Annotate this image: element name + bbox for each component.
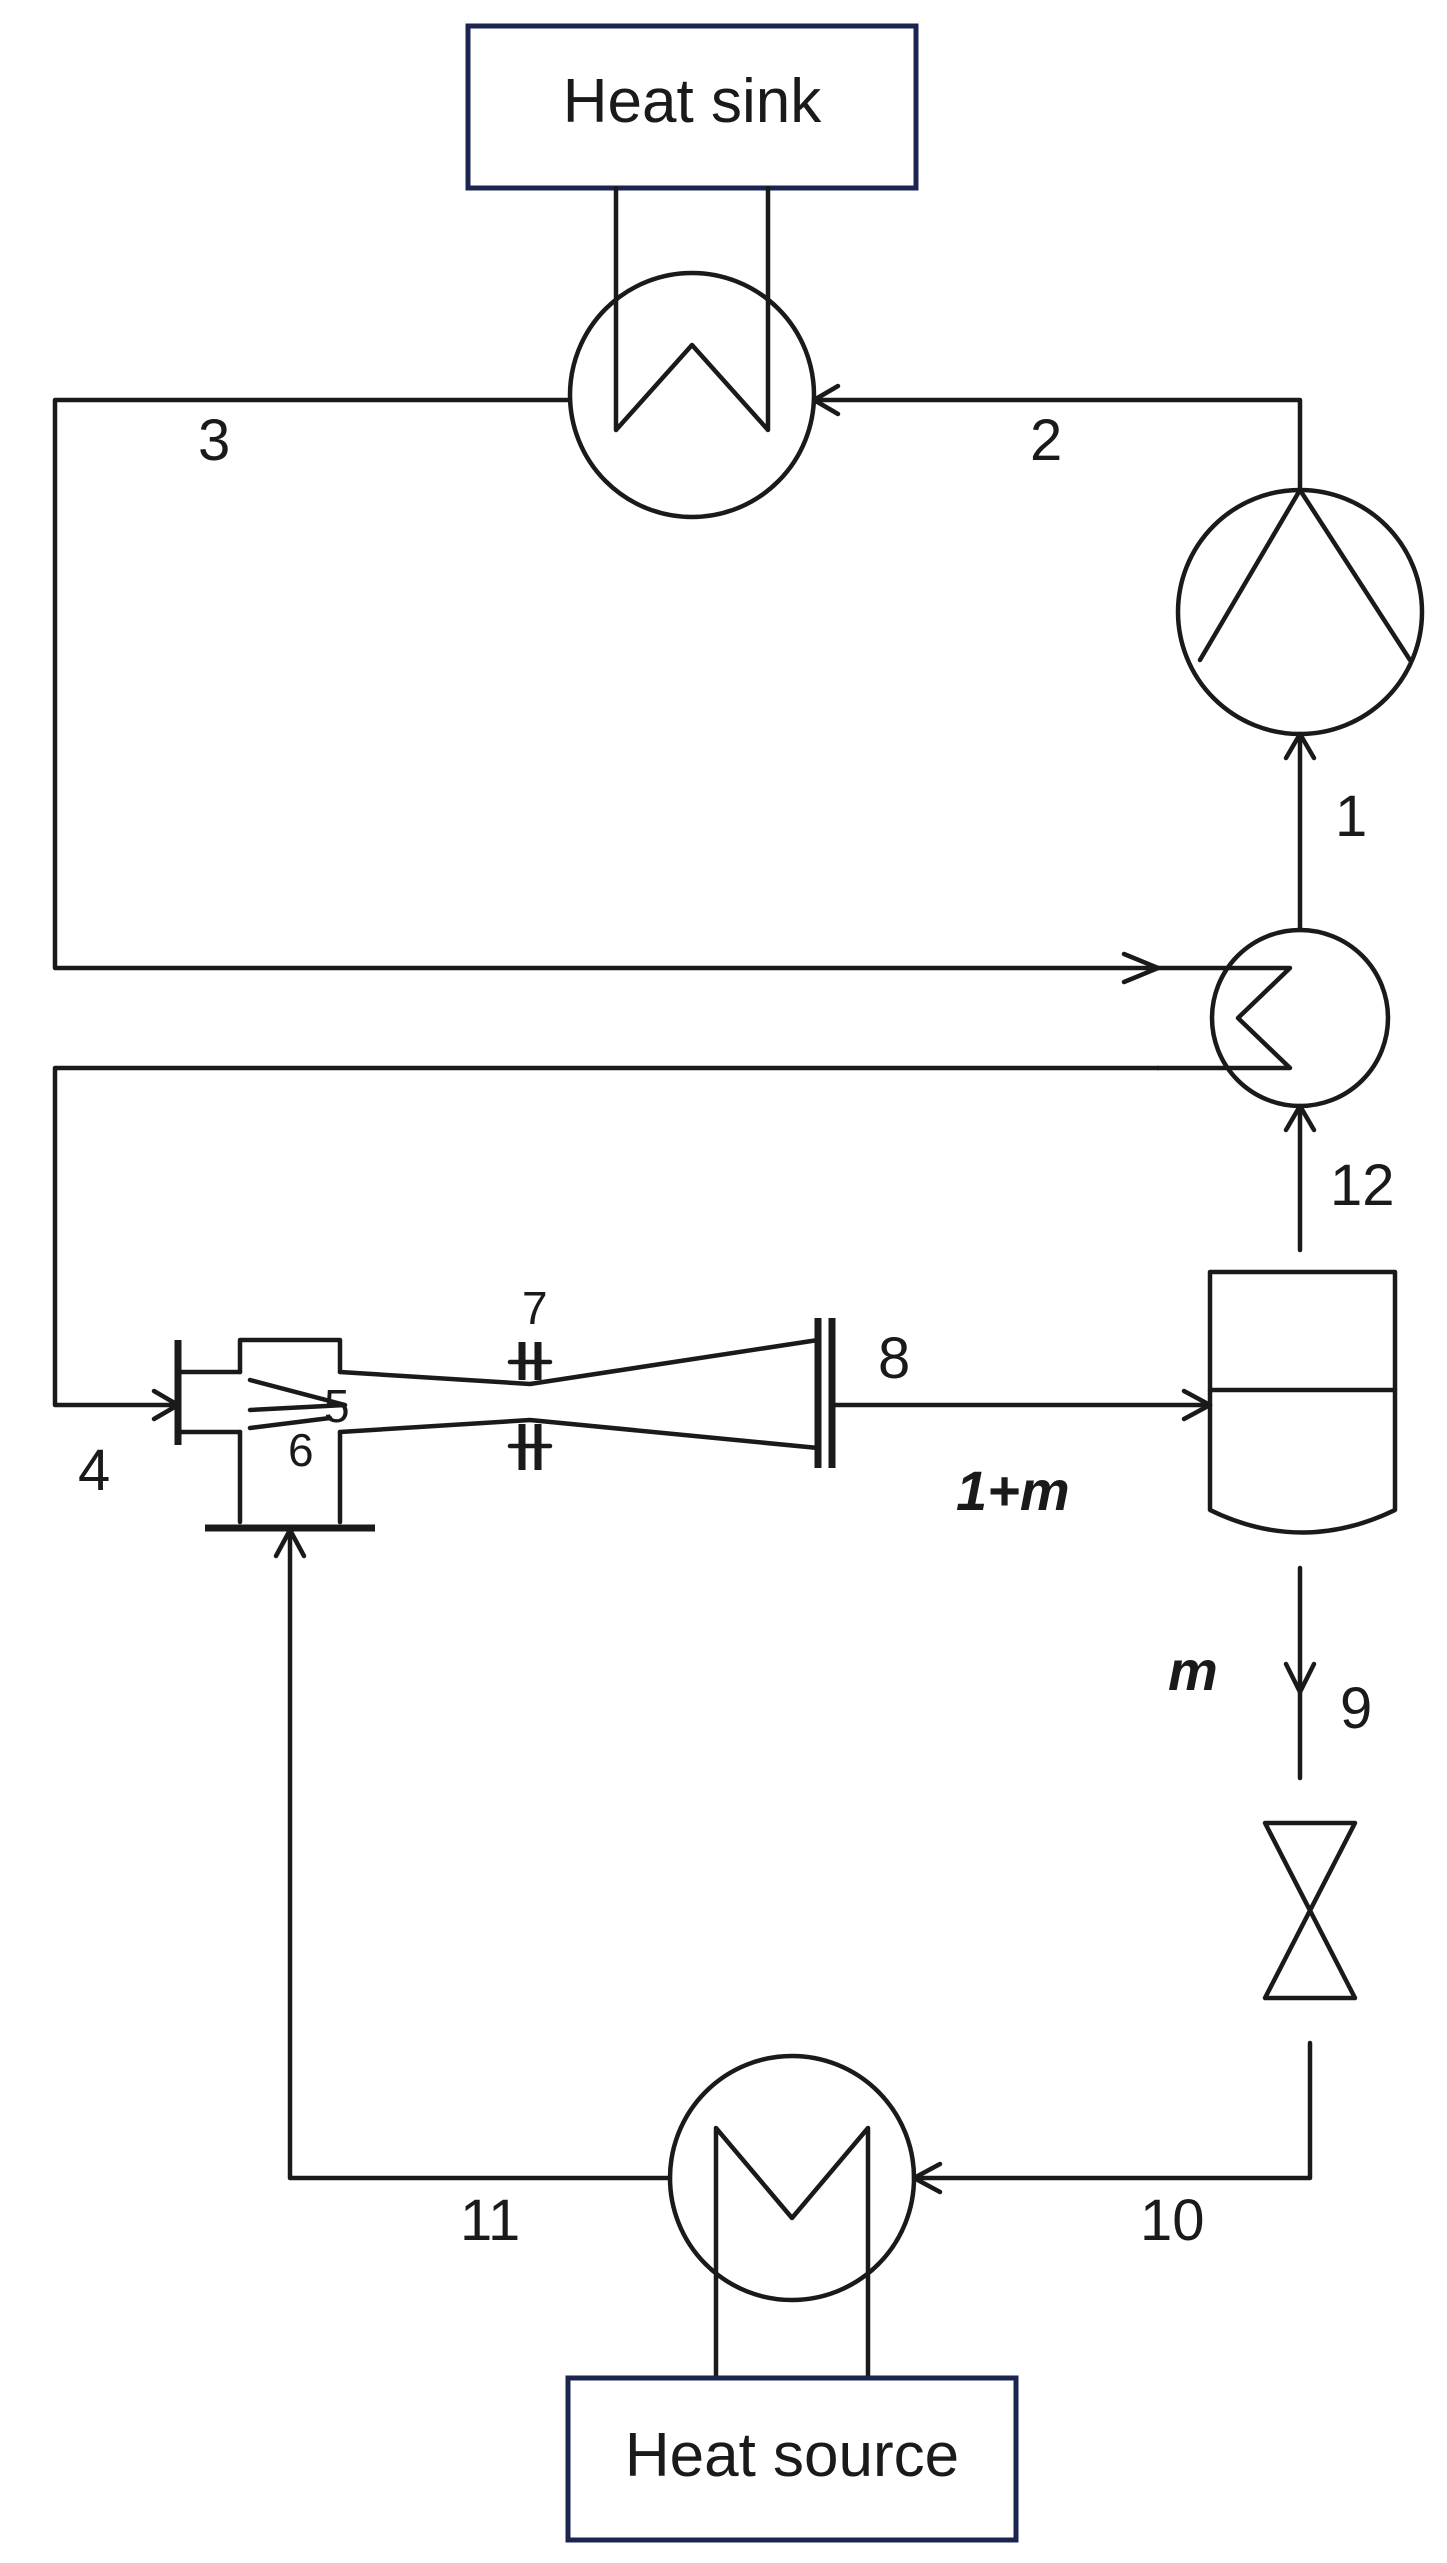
heat-sink-box: Heat sink: [465, 23, 919, 191]
pipe-10: [911, 2040, 1313, 2181]
piping: [52, 383, 1317, 2195]
heat-sink-label: Heat sink: [563, 67, 822, 136]
state-label-3: 3: [198, 408, 230, 473]
arrow-2: [811, 383, 841, 417]
state-label-9: 9: [1340, 1676, 1372, 1741]
arrow-10: [911, 2161, 943, 2195]
flow-label-secondary: m: [1168, 1639, 1218, 1702]
state-label-11: 11: [460, 2188, 520, 2253]
ejector: [174, 1318, 836, 1532]
expansion-valve: [1262, 1820, 1358, 2001]
flow-labels: 1+m m: [956, 1459, 1218, 1702]
state-label-7: 7: [522, 1282, 548, 1334]
condenser: [567, 185, 817, 520]
state-label-10: 10: [1140, 2188, 1205, 2253]
state-point-labels: 1 2 3 4 5 6 7 8 9 10 11 12: [78, 408, 1395, 2253]
heat-source-box: Heat source: [565, 2375, 1019, 2543]
pipe-3: [52, 397, 1161, 971]
state-label-1: 1: [1335, 784, 1367, 849]
arrow-1: [1283, 731, 1317, 761]
pipe-11: [287, 1527, 673, 2181]
separator: [1207, 1269, 1398, 1535]
state-label-8: 8: [878, 1326, 910, 1391]
arrow-3: [1121, 951, 1161, 985]
state-label-6: 6: [288, 1424, 314, 1476]
arrow-4: [151, 1388, 181, 1422]
state-label-2: 2: [1030, 408, 1062, 473]
flow-label-combined: 1+m: [956, 1459, 1070, 1522]
arrow-9: [1283, 1661, 1317, 1695]
heat-source-label: Heat source: [625, 2421, 959, 2490]
state-label-5: 5: [324, 1380, 350, 1432]
arrow-11: [273, 1527, 307, 1559]
arrow-12: [1283, 1103, 1317, 1133]
state-label-4: 4: [78, 1438, 110, 1503]
pipe-4: [52, 1065, 1161, 1408]
arrow-8: [1181, 1388, 1213, 1422]
compressor: [1175, 487, 1425, 737]
internal-heat-exchanger: [1155, 927, 1391, 1109]
pipe-2: [811, 397, 1303, 493]
state-label-12: 12: [1330, 1153, 1395, 1218]
evaporator: [667, 2053, 917, 2381]
